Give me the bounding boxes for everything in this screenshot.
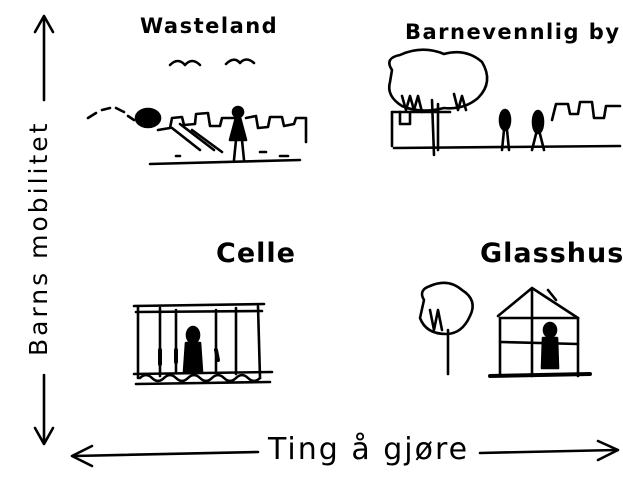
child-friendly-city-sketch (389, 50, 620, 155)
glass-house-sketch (420, 283, 590, 376)
cell-cage-sketch (134, 304, 272, 384)
quadrant-label-glass-house: Glasshus (480, 238, 623, 269)
x-axis-label: Ting å gjøre (268, 432, 469, 467)
quadrant-label-child-friendly-city: Barnevennlig by (405, 20, 621, 44)
y-axis-label: Barns mobilitet (24, 121, 53, 356)
wasteland-sketch (88, 60, 306, 165)
quadrant-label-wasteland: Wasteland (140, 14, 278, 38)
quadrant-label-cell: Celle (216, 238, 296, 269)
